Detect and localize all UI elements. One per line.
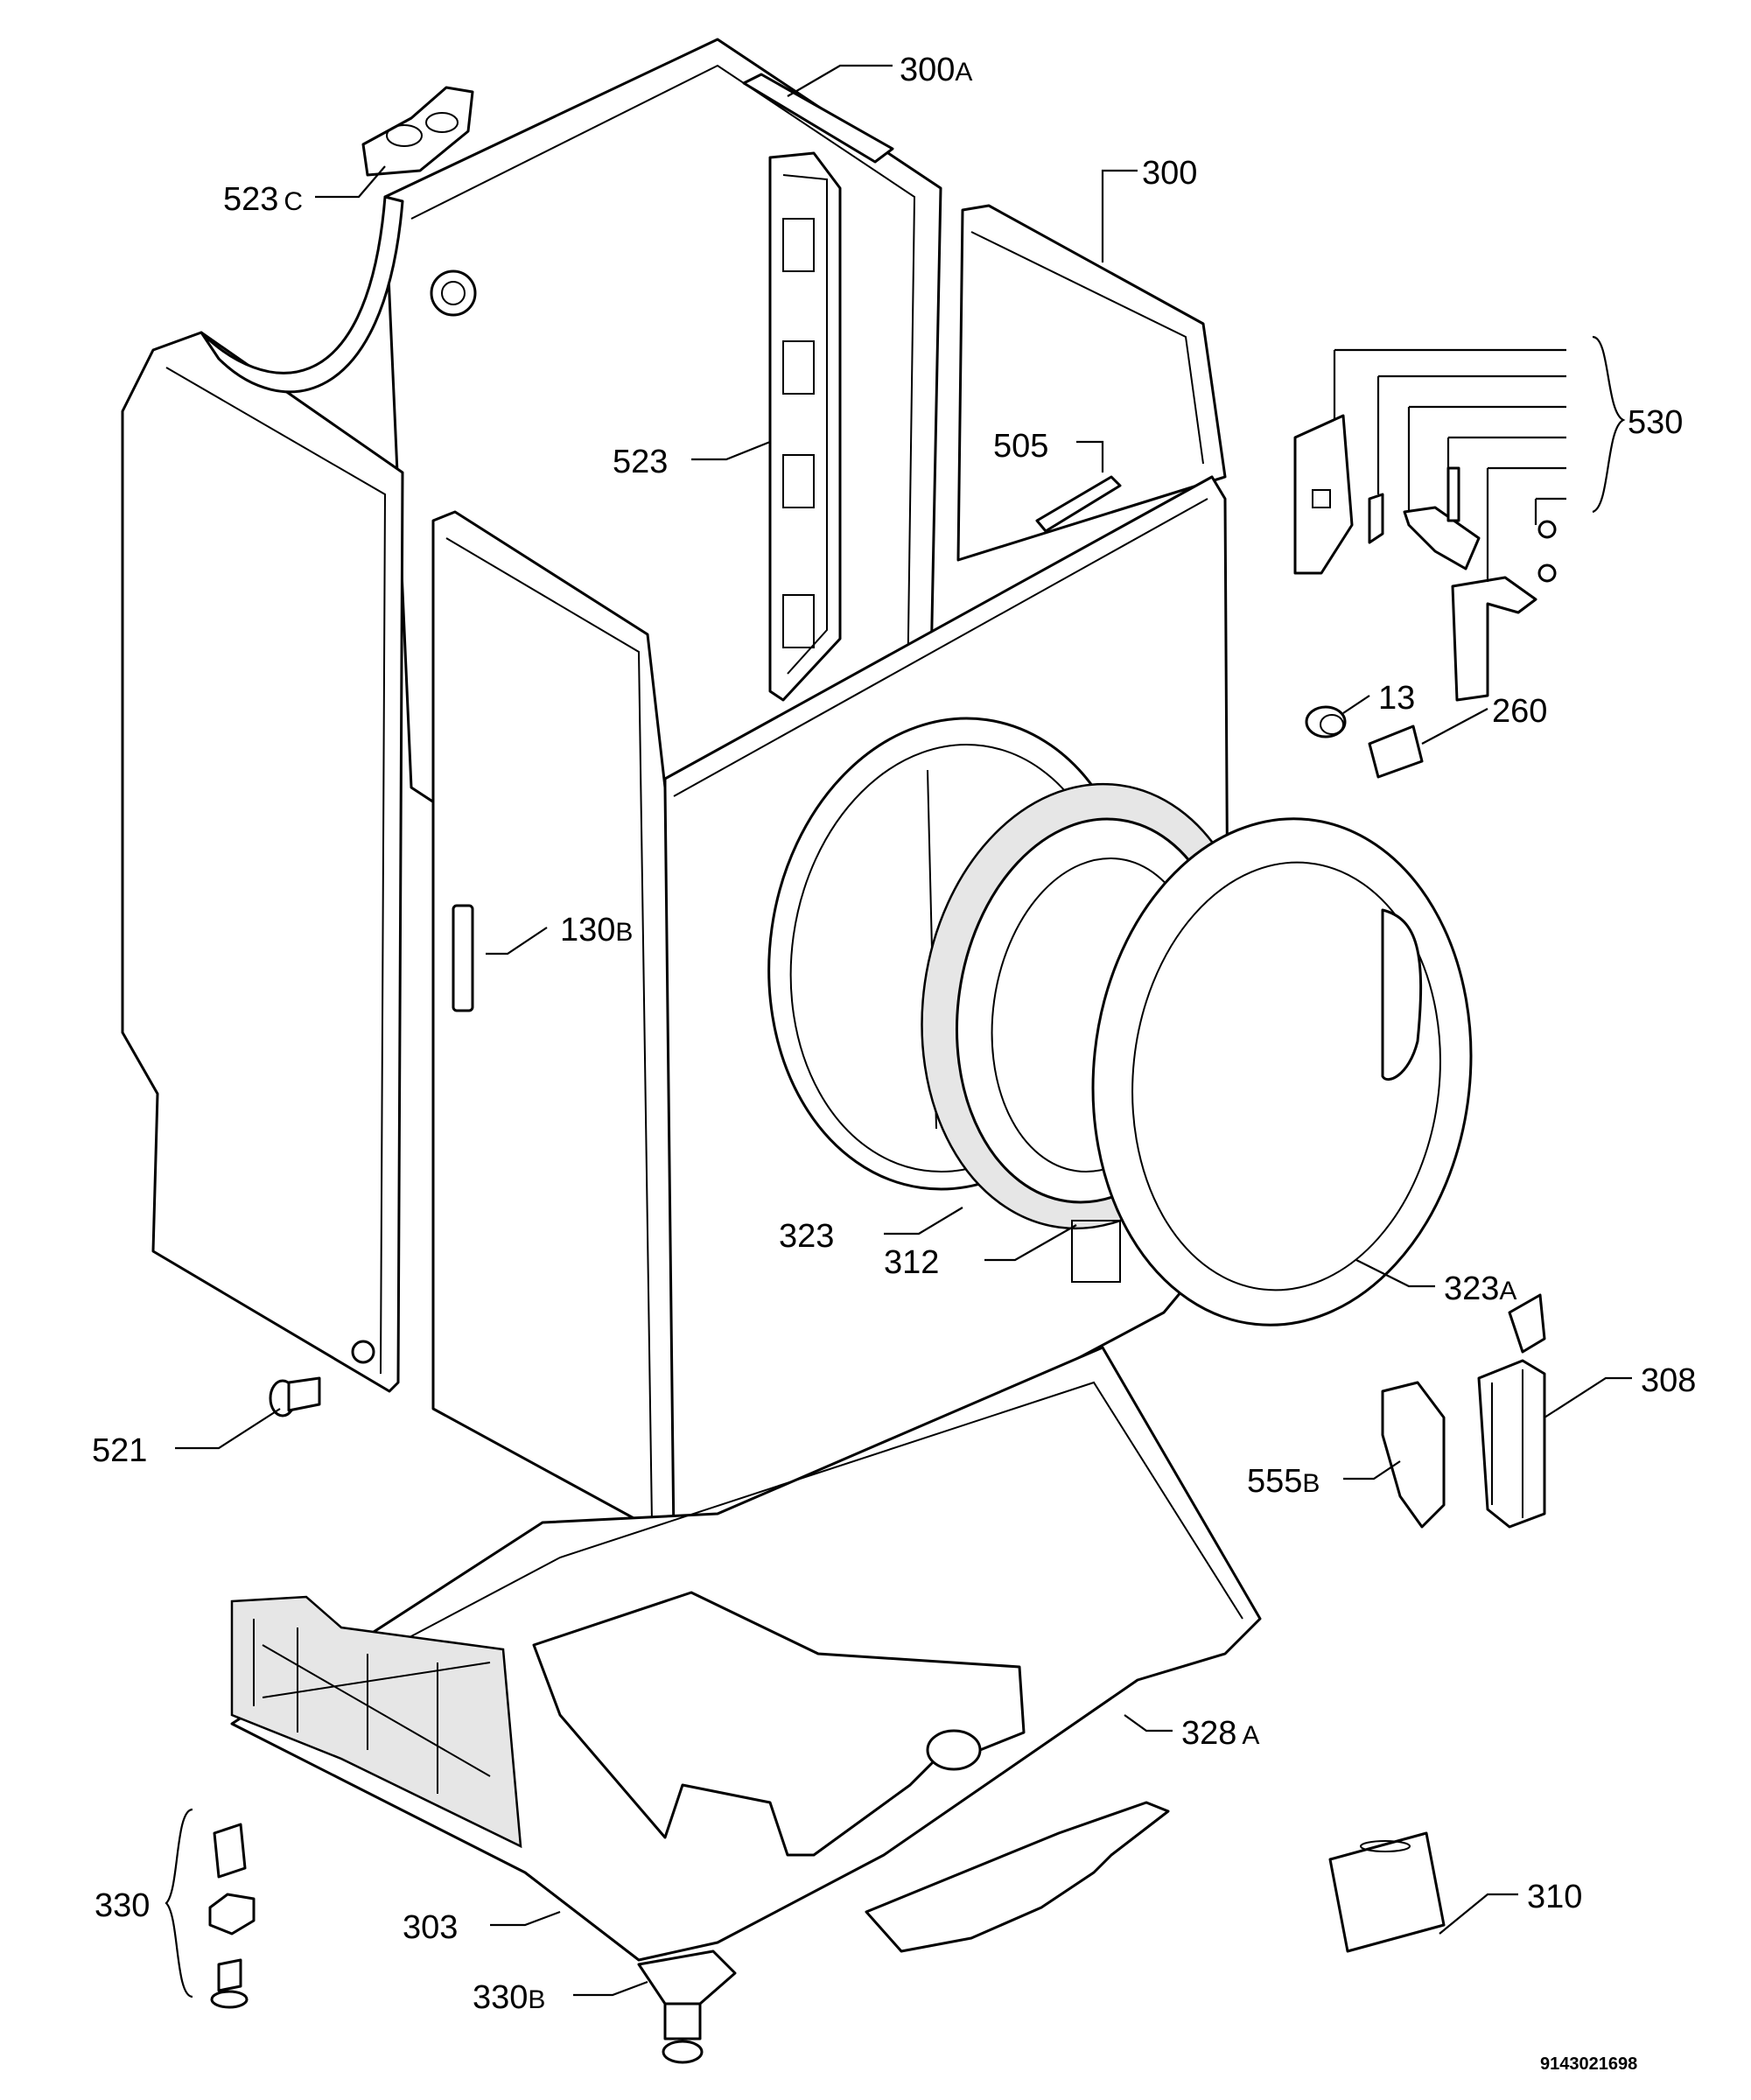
plate-555b — [1381, 1381, 1446, 1529]
base-frame-303 — [230, 1346, 1262, 1962]
label-312: 312 — [884, 1244, 939, 1281]
rod-505 — [1035, 475, 1122, 533]
label-130b: 130B — [560, 912, 633, 948]
cover-310 — [1328, 1831, 1446, 1953]
document-number: 9143021698 — [1540, 2054, 1637, 2074]
rail-523 — [768, 151, 842, 702]
label-308: 308 — [1641, 1362, 1696, 1399]
label-323: 323 — [779, 1218, 834, 1255]
label-310: 310 — [1527, 1879, 1582, 1915]
knob-13 — [1305, 705, 1347, 738]
label-523: 523 — [613, 444, 668, 480]
label-13: 13 — [1378, 680, 1415, 717]
label-530: 530 — [1628, 404, 1683, 441]
door-outer-ring-323a — [1091, 817, 1473, 1326]
label-300a: 300A — [900, 52, 972, 88]
top-strip-300a — [742, 73, 894, 164]
label-521: 521 — [92, 1432, 147, 1469]
screw-521 — [269, 1376, 321, 1418]
label-303: 303 — [403, 1909, 458, 1946]
hinge-308 — [1477, 1293, 1546, 1529]
label-555b: 555B — [1247, 1463, 1320, 1500]
fasteners-330 — [208, 1823, 256, 2009]
label-505: 505 — [993, 428, 1048, 465]
foot-330b — [637, 1950, 737, 2064]
spring-260 — [1368, 724, 1424, 779]
lock-parts-530 — [1293, 414, 1557, 702]
label-323a: 323A — [1444, 1270, 1516, 1307]
leader-lines — [165, 64, 1632, 1998]
clip-523c — [361, 86, 474, 177]
label-300: 300 — [1142, 155, 1197, 192]
label-330b: 330B — [473, 1979, 545, 2016]
bottom-panel-328a — [865, 1801, 1170, 1953]
label-330: 330 — [95, 1887, 150, 1924]
label-260: 260 — [1492, 693, 1547, 730]
